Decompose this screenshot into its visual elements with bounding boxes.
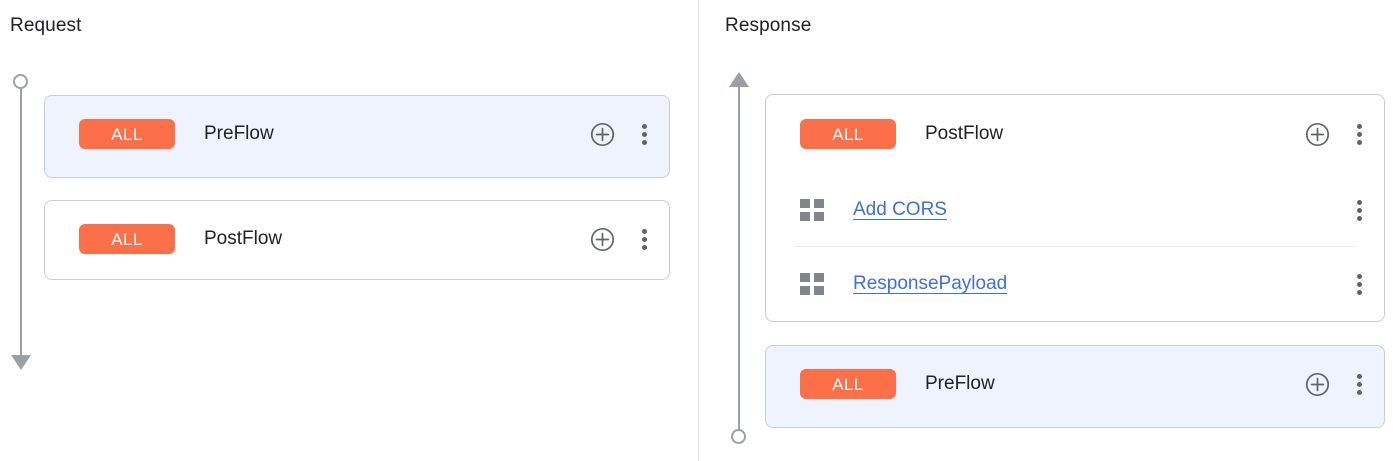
circle-endpoint-icon bbox=[731, 429, 746, 444]
flow-card-request-preflow[interactable]: ALL PreFlow bbox=[44, 95, 670, 178]
flow-card-title: PostFlow bbox=[204, 228, 283, 249]
policy-link[interactable]: ResponsePayload bbox=[853, 273, 1008, 294]
policy-row[interactable]: ResponsePayload bbox=[766, 247, 1384, 321]
plus-circle-icon[interactable] bbox=[1305, 372, 1330, 397]
request-pane-title: Request bbox=[10, 15, 82, 36]
connector-line bbox=[738, 86, 740, 430]
policy-row[interactable]: Add CORS bbox=[766, 173, 1384, 247]
arrow-up-icon bbox=[729, 72, 749, 87]
plus-circle-icon[interactable] bbox=[590, 122, 615, 147]
connector-line bbox=[20, 87, 22, 355]
method-badge: ALL bbox=[800, 369, 896, 399]
flow-card-header[interactable]: ALL PostFlow bbox=[766, 95, 1384, 173]
response-flow-connector bbox=[727, 72, 751, 446]
arrow-down-icon bbox=[11, 355, 31, 370]
plus-circle-icon[interactable] bbox=[1305, 122, 1330, 147]
flow-card-header[interactable]: ALL PreFlow bbox=[766, 346, 1384, 422]
more-vert-icon[interactable] bbox=[1350, 122, 1368, 147]
flow-card-response-postflow[interactable]: ALL PostFlow Add CORS bbox=[765, 94, 1385, 322]
more-vert-icon[interactable] bbox=[635, 227, 653, 252]
response-pane-title: Response bbox=[725, 15, 812, 36]
more-vert-icon[interactable] bbox=[635, 122, 653, 147]
flow-card-request-postflow[interactable]: ALL PostFlow bbox=[44, 200, 670, 280]
flow-card-title: PreFlow bbox=[925, 373, 995, 394]
flow-card-header[interactable]: ALL PreFlow bbox=[45, 96, 669, 172]
method-badge: ALL bbox=[79, 119, 175, 149]
flow-card-title: PreFlow bbox=[204, 123, 274, 144]
more-vert-icon[interactable] bbox=[1350, 272, 1368, 297]
flow-card-title: PostFlow bbox=[925, 123, 1004, 144]
plus-circle-icon[interactable] bbox=[590, 227, 615, 252]
method-badge: ALL bbox=[79, 224, 175, 254]
more-vert-icon[interactable] bbox=[1350, 372, 1368, 397]
policy-grid-icon bbox=[800, 273, 824, 295]
policy-divider bbox=[795, 246, 1356, 247]
more-vert-icon[interactable] bbox=[1350, 198, 1368, 223]
pane-divider bbox=[698, 0, 699, 461]
policy-grid-icon bbox=[800, 199, 824, 221]
method-badge: ALL bbox=[800, 119, 896, 149]
flow-card-response-preflow[interactable]: ALL PreFlow bbox=[765, 345, 1385, 428]
response-pane: Response ALL PostFlow bbox=[699, 0, 1393, 461]
request-pane: Request ALL PreFlow bbox=[9, 15, 670, 370]
policy-link[interactable]: Add CORS bbox=[853, 199, 947, 220]
flow-card-header[interactable]: ALL PostFlow bbox=[45, 201, 669, 277]
request-flow-connector bbox=[9, 74, 33, 370]
